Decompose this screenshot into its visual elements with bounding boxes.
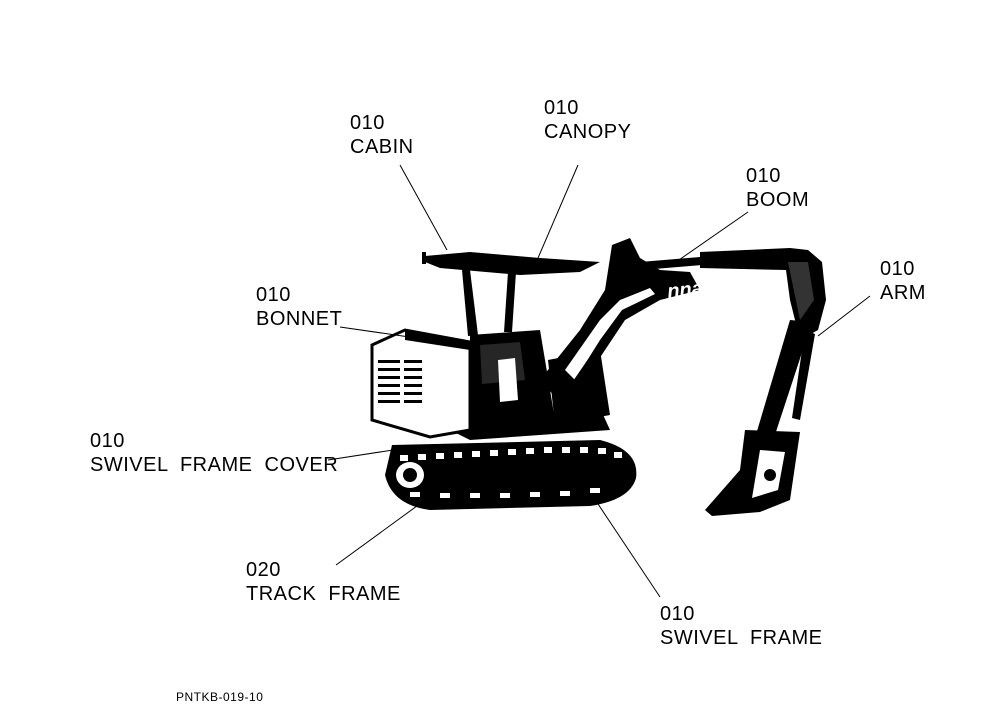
label-canopy-code: 010 <box>544 97 579 119</box>
label-swivel-frame-cover-name: SWIVEL FRAME COVER <box>90 454 339 476</box>
label-bonnet-name: BONNET <box>256 308 343 330</box>
label-swivel-frame-cover: 010 SWIVEL FRAME COVER <box>90 429 338 477</box>
arm-structure <box>700 248 826 450</box>
label-arm-name: ARM <box>880 282 926 304</box>
label-swivel-frame-name: SWIVEL FRAME <box>660 627 823 649</box>
label-cabin: 010 CABIN <box>350 111 414 159</box>
label-boom-name: BOOM <box>746 189 810 211</box>
track-assembly <box>385 440 637 510</box>
label-track-frame: 020 TRACK FRAME <box>246 558 401 606</box>
leader-swivel-frame <box>593 497 661 598</box>
leader-boom <box>675 211 749 263</box>
upper-structure <box>370 328 610 440</box>
leader-cabin <box>399 164 448 251</box>
document-code: PNTKB-019-10 <box>176 690 264 704</box>
leader-canopy <box>537 164 579 259</box>
machine-decal: nna <box>666 277 704 303</box>
label-canopy-name: CANOPY <box>544 121 632 143</box>
label-swivel-frame-code: 010 <box>660 603 695 625</box>
leader-track-frame <box>335 494 433 566</box>
leader-bonnet <box>339 326 431 341</box>
label-canopy: 010 CANOPY <box>544 96 631 144</box>
label-swivel-frame-cover-code: 010 <box>90 430 125 452</box>
label-arm: 010 ARM <box>880 257 926 305</box>
canopy-structure <box>422 252 600 336</box>
label-swivel-frame: 010 SWIVEL FRAME <box>660 602 822 650</box>
leader-arm <box>817 295 871 337</box>
leader-swivel-frame-cover <box>327 449 394 461</box>
bucket <box>705 430 800 516</box>
label-cabin-name: CABIN <box>350 136 414 158</box>
label-arm-code: 010 <box>880 258 915 280</box>
label-bonnet-code: 010 <box>256 284 291 306</box>
label-track-frame-name: TRACK FRAME <box>246 583 401 605</box>
label-boom: 010 BOOM <box>746 164 809 212</box>
label-bonnet: 010 BONNET <box>256 283 342 331</box>
label-cabin-code: 010 <box>350 112 385 134</box>
label-boom-code: 010 <box>746 165 781 187</box>
leader-lines <box>327 164 871 598</box>
label-track-frame-code: 020 <box>246 559 281 581</box>
